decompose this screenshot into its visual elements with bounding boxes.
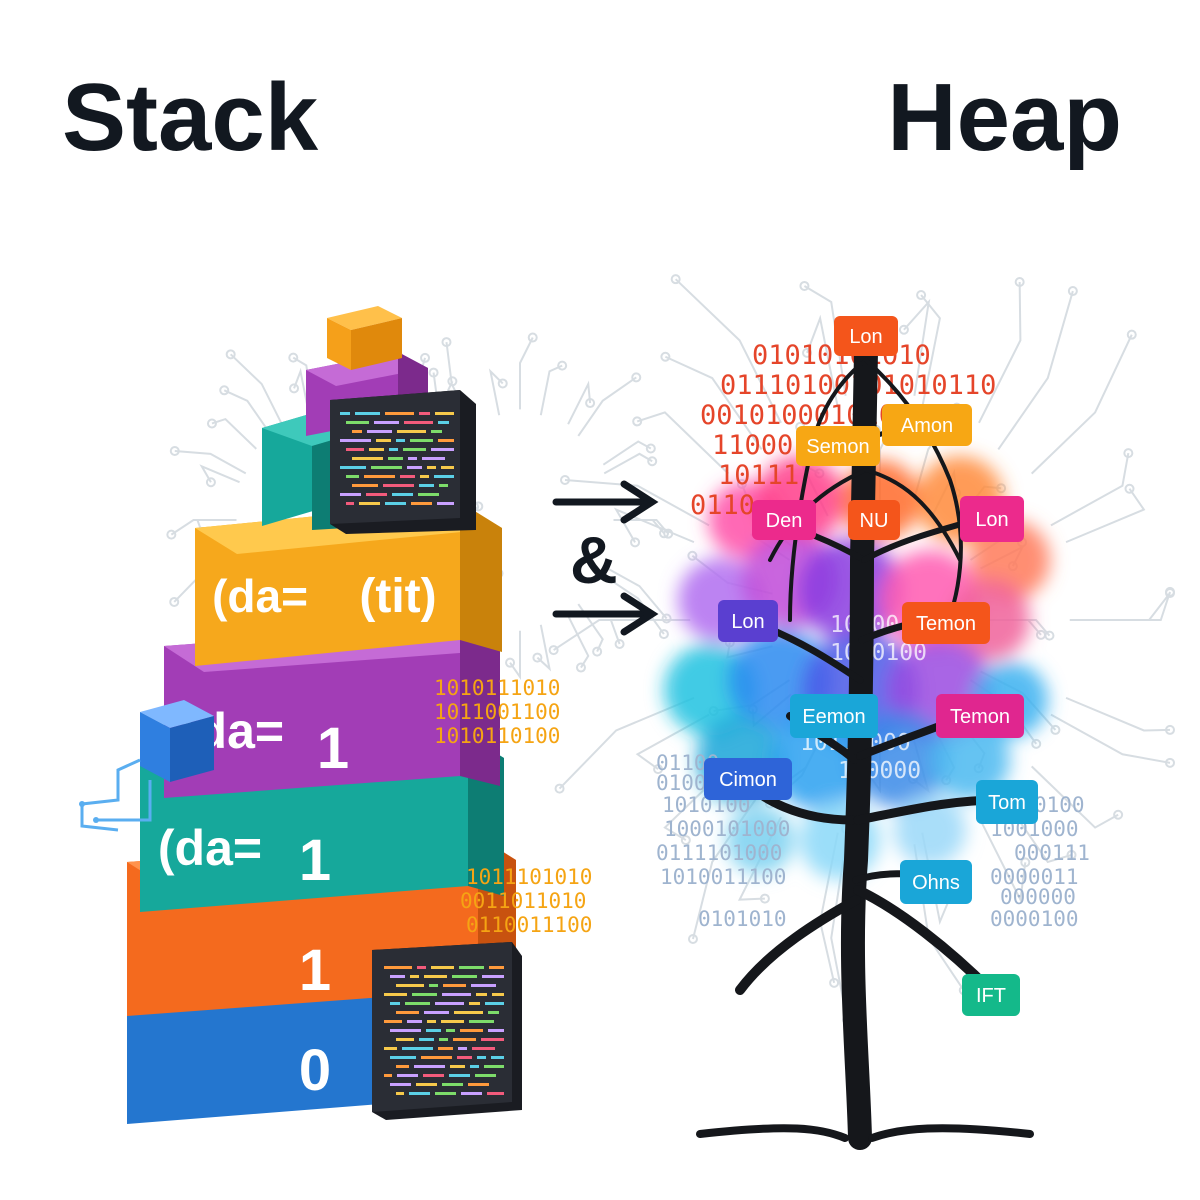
heap-node-box: [902, 602, 990, 644]
heap-node-semon: Semon: [796, 426, 880, 466]
binary-line: 1010110100: [434, 724, 560, 748]
stack-layer-yellow-label-left: (da=: [212, 570, 308, 622]
heap-node-lon: Lon: [960, 496, 1024, 542]
stack-block-orange-top: [327, 306, 402, 370]
heap-node-box: [882, 404, 972, 446]
heap-node-box: [900, 860, 972, 904]
heap-node-box: [790, 694, 878, 738]
binary-text-lower: 1011101010 0011011010 0110011100: [460, 865, 592, 937]
heap-node-label: Den: [766, 510, 803, 532]
heap-node-label: NU: [860, 510, 889, 532]
binary-text-upper: 1010111010 1011001100 1010110100: [434, 676, 560, 748]
stack-layer-purple-label-right: 1: [317, 716, 349, 781]
heap-node-label: Lon: [849, 326, 882, 348]
heap-node-label: Lon: [975, 509, 1008, 531]
heap-node-label: Temon: [916, 613, 976, 635]
binary-line: 0000100: [990, 907, 1079, 931]
binary-line: 0111101000: [656, 841, 782, 865]
heap-node-label: Eemon: [802, 706, 865, 728]
stack-tower: 0 1 (da= 1 (da= 1 (d: [79, 306, 592, 1124]
binary-line: 1011101010: [466, 865, 592, 889]
stack-layer-teal-label-left: (da=: [158, 820, 262, 876]
heap-node-den: Den: [752, 500, 816, 540]
heap-node-box: [960, 496, 1024, 542]
binary-line: 000111: [1014, 841, 1090, 865]
binary-line: 10111: [718, 460, 799, 491]
heap-node-box: [962, 974, 1020, 1016]
heap-node-box: [752, 500, 816, 540]
heap-node-label: IFT: [976, 985, 1006, 1007]
heap-node-box: [718, 600, 778, 642]
stack-title: Stack: [62, 64, 319, 171]
heap-title: Heap: [887, 64, 1122, 171]
heap-node-label: Semon: [806, 436, 869, 458]
stack-layer-blue-label-right: 0: [299, 1038, 331, 1103]
heap-node-label: Tom: [988, 792, 1026, 814]
heap-node-nu: NU: [848, 500, 900, 540]
tree-trunk: [696, 340, 1034, 1150]
heap-node-temon: Temon: [936, 694, 1024, 738]
binary-line: 0110011100: [466, 913, 592, 937]
binary-line: 1000100: [830, 640, 927, 666]
stack-layer-teal-label-right: 1: [299, 828, 331, 893]
ampersand-symbol: &: [570, 523, 618, 597]
binary-line: 1010011100: [660, 865, 786, 889]
heap-node-box: [834, 316, 898, 356]
heap-node-label: Temon: [950, 706, 1010, 728]
heap-node-label: Lon: [731, 611, 764, 633]
chip-cube-icon: [79, 700, 214, 832]
binary-line: 1000101000: [664, 817, 790, 841]
heap-node-tom: Tom: [976, 780, 1038, 824]
arrow-right-icon: [552, 480, 659, 524]
stack-layer-purple: (da= 1: [164, 624, 500, 798]
binary-line: 000000: [1000, 885, 1076, 909]
heap-node-amon: Amon: [882, 404, 972, 446]
heap-node-lon: Lon: [834, 316, 898, 356]
stack-layer-yellow-label-right: (tit): [359, 570, 436, 623]
code-screen-icon: [372, 942, 522, 1120]
code-screen-icon: [330, 390, 476, 534]
binary-line: 0101010: [698, 907, 787, 931]
heap-node-box: [848, 500, 900, 540]
heap-node-label: Ohns: [912, 872, 960, 894]
heap-node-temon: Temon: [902, 602, 990, 644]
heap-node-ift: IFT: [962, 974, 1020, 1016]
heap-node-box: [976, 780, 1038, 824]
binary-line: 0100: [1034, 793, 1085, 817]
binary-line: 11000: [712, 430, 793, 461]
heap-node-ohns: Ohns: [900, 860, 972, 904]
stack-layer-orange-label-right: 1: [299, 938, 331, 1003]
heap-tree: 01010101010 01110100101010110 0010100010…: [656, 316, 1090, 1150]
heap-node-box: [936, 694, 1024, 738]
heap-node-label: Amon: [901, 415, 953, 437]
heap-node-box: [796, 426, 880, 466]
arrow-right-icon: [552, 592, 659, 636]
heap-node-lon: Lon: [718, 600, 778, 642]
binary-line: 0000011: [990, 865, 1079, 889]
heap-node-cimon: Cimon: [704, 758, 792, 800]
binary-line: 0011011010: [460, 889, 586, 913]
heap-node-label: Cimon: [719, 769, 777, 791]
binary-line: 1011001100: [434, 700, 560, 724]
binary-line: 1010111010: [434, 676, 560, 700]
heap-node-box: [704, 758, 792, 800]
binary-line: 0110: [690, 490, 755, 521]
heap-node-eemon: Eemon: [790, 694, 878, 738]
